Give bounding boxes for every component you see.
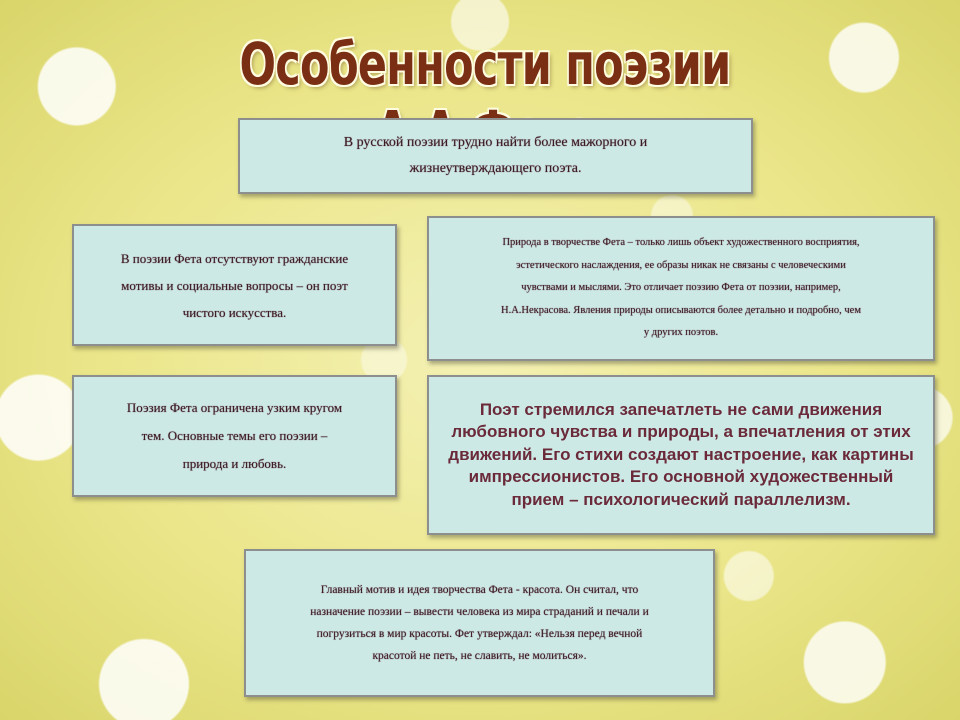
- civic-motives-text: В поэзии Фета отсутствуют гражданские мо…: [120, 250, 349, 320]
- impression-box: Поэт стремился запечатлеть не сами движе…: [427, 375, 935, 535]
- intro-text: В русской поэзии трудно найти более мажо…: [343, 135, 648, 176]
- themes-box: Поэзия Фета ограничена узким кругом тем.…: [72, 375, 397, 497]
- impression-text: Поэт стремился запечатлеть не сами движе…: [448, 399, 914, 509]
- nature-box: Природа в творчестве Фета – только лишь …: [427, 216, 935, 361]
- themes-text: Поэзия Фета ограничена узким кругом тем.…: [126, 400, 343, 471]
- beauty-text: Главный мотив и идея творчества Фета - к…: [310, 584, 649, 662]
- beauty-box: Главный мотив и идея творчества Фета - к…: [244, 549, 715, 697]
- nature-text: Природа в творчестве Фета – только лишь …: [501, 237, 861, 339]
- intro-box: В русской поэзии трудно найти более мажо…: [238, 118, 753, 194]
- civic-motives-box: В поэзии Фета отсутствуют гражданские мо…: [72, 224, 397, 346]
